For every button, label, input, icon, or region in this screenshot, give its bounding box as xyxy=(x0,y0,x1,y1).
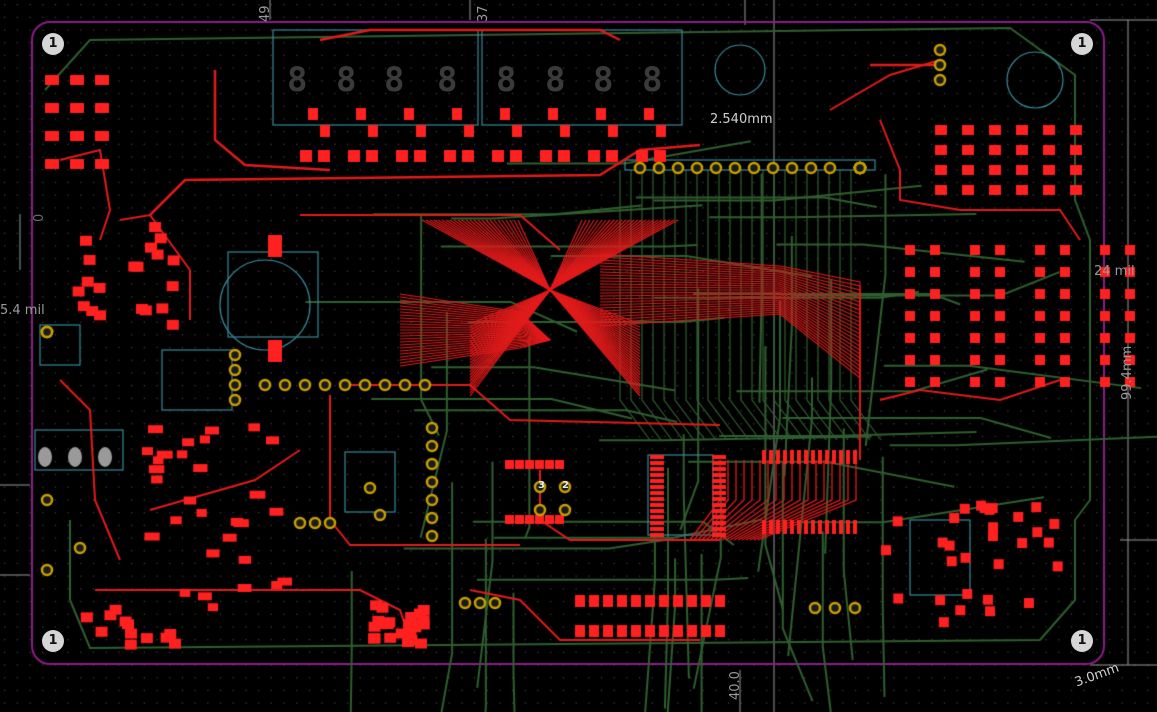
corner-marker-bottom-left[interactable]: 1 xyxy=(42,630,64,652)
corner-marker-top-left[interactable]: 1 xyxy=(42,33,64,55)
display-digit-2: 8 xyxy=(336,60,357,100)
display-digit-8: 8 xyxy=(642,60,663,100)
display-digit-6: 8 xyxy=(545,60,566,100)
display-digit-4: 8 xyxy=(437,60,458,100)
display-digit-3: 8 xyxy=(384,60,405,100)
display-digit-1: 8 xyxy=(287,60,308,100)
display-digit-5: 8 xyxy=(496,60,517,100)
ic-pin-label-2: 2 xyxy=(562,480,569,491)
corner-marker-top-right[interactable]: 1 xyxy=(1071,33,1093,55)
ic-pin-label-3: 3 xyxy=(538,480,545,491)
display-digit-7: 8 xyxy=(593,60,614,100)
corner-marker-bottom-right[interactable]: 1 xyxy=(1071,630,1093,652)
